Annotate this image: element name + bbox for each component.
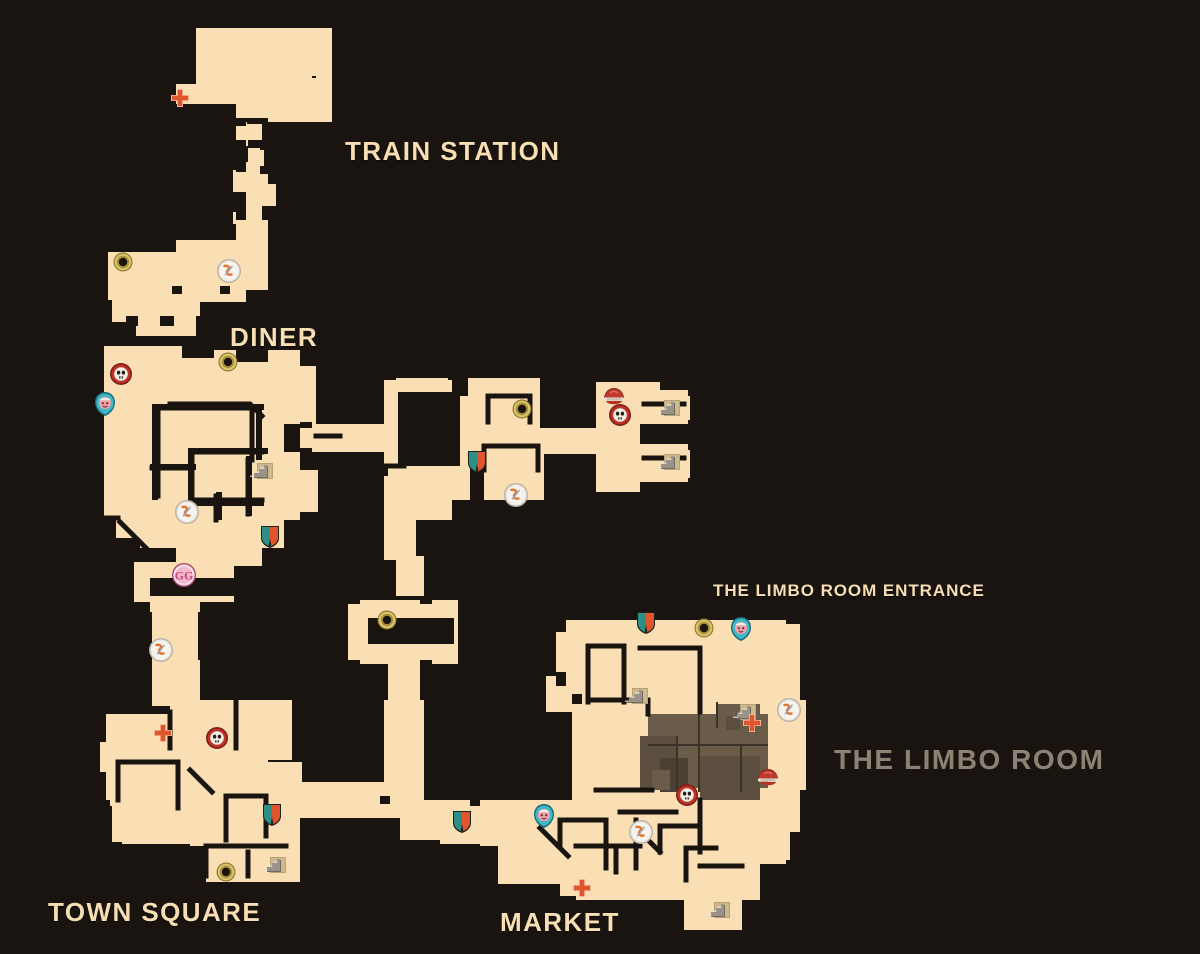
area-label-town-square: TOWN SQUARE bbox=[48, 897, 262, 927]
enemy-marker-icon[interactable] bbox=[109, 362, 133, 386]
health-station-icon[interactable] bbox=[169, 87, 191, 109]
save-point-icon[interactable] bbox=[628, 819, 654, 845]
gold-ring-pickup-icon[interactable] bbox=[376, 609, 398, 631]
enemy-marker-icon[interactable] bbox=[205, 726, 229, 750]
stairs-marker-icon[interactable] bbox=[248, 460, 276, 484]
area-label-limbo-room: THE LIMBO ROOM bbox=[834, 744, 1105, 775]
shield-pickup-icon[interactable] bbox=[259, 525, 281, 549]
stairs-marker-icon[interactable] bbox=[261, 854, 289, 878]
wall-voids-layer bbox=[150, 76, 460, 644]
gold-ring-pickup-icon[interactable] bbox=[693, 617, 715, 639]
gg-marker-icon[interactable]: GG bbox=[171, 562, 197, 588]
lamp-marker-icon[interactable] bbox=[601, 386, 627, 408]
shield-pickup-icon[interactable] bbox=[466, 450, 488, 474]
stairs-marker-icon[interactable] bbox=[705, 899, 733, 923]
gold-ring-pickup-icon[interactable] bbox=[112, 251, 134, 273]
svg-text:GG: GG bbox=[175, 569, 194, 583]
health-station-icon[interactable] bbox=[571, 877, 593, 899]
stairs-marker-icon[interactable] bbox=[623, 685, 651, 709]
stairs-marker-icon[interactable] bbox=[655, 451, 683, 475]
gold-ring-pickup-icon[interactable] bbox=[511, 398, 533, 420]
area-label-limbo-entrance: THE LIMBO ROOM ENTRANCE bbox=[713, 581, 985, 600]
limbo-interior-layer bbox=[640, 702, 768, 800]
enemy-marker-icon[interactable] bbox=[608, 403, 632, 427]
npc-marker-icon[interactable] bbox=[93, 391, 117, 417]
area-label-market: MARKET bbox=[500, 907, 620, 937]
npc-marker-icon[interactable] bbox=[532, 803, 556, 829]
lamp-marker-icon[interactable] bbox=[755, 767, 781, 789]
npc-marker-icon[interactable] bbox=[729, 616, 753, 642]
shield-pickup-icon[interactable] bbox=[451, 810, 473, 834]
save-point-icon[interactable] bbox=[776, 697, 802, 723]
stairs-marker-icon[interactable] bbox=[655, 397, 683, 421]
save-point-icon[interactable] bbox=[216, 258, 242, 284]
shield-pickup-icon[interactable] bbox=[635, 611, 657, 635]
save-point-icon[interactable] bbox=[174, 499, 200, 525]
save-point-icon[interactable] bbox=[148, 637, 174, 663]
shield-pickup-icon[interactable] bbox=[261, 803, 283, 827]
area-label-train-station: TRAIN STATION bbox=[345, 136, 561, 166]
enemy-marker-icon[interactable] bbox=[675, 783, 699, 807]
health-station-icon[interactable] bbox=[152, 722, 174, 744]
gold-ring-pickup-icon[interactable] bbox=[217, 351, 239, 373]
gold-ring-pickup-icon[interactable] bbox=[215, 861, 237, 883]
doorway-notches-layer bbox=[126, 118, 582, 804]
health-station-icon[interactable] bbox=[741, 712, 763, 734]
save-point-icon[interactable] bbox=[503, 482, 529, 508]
area-label-diner: DINER bbox=[230, 322, 319, 352]
